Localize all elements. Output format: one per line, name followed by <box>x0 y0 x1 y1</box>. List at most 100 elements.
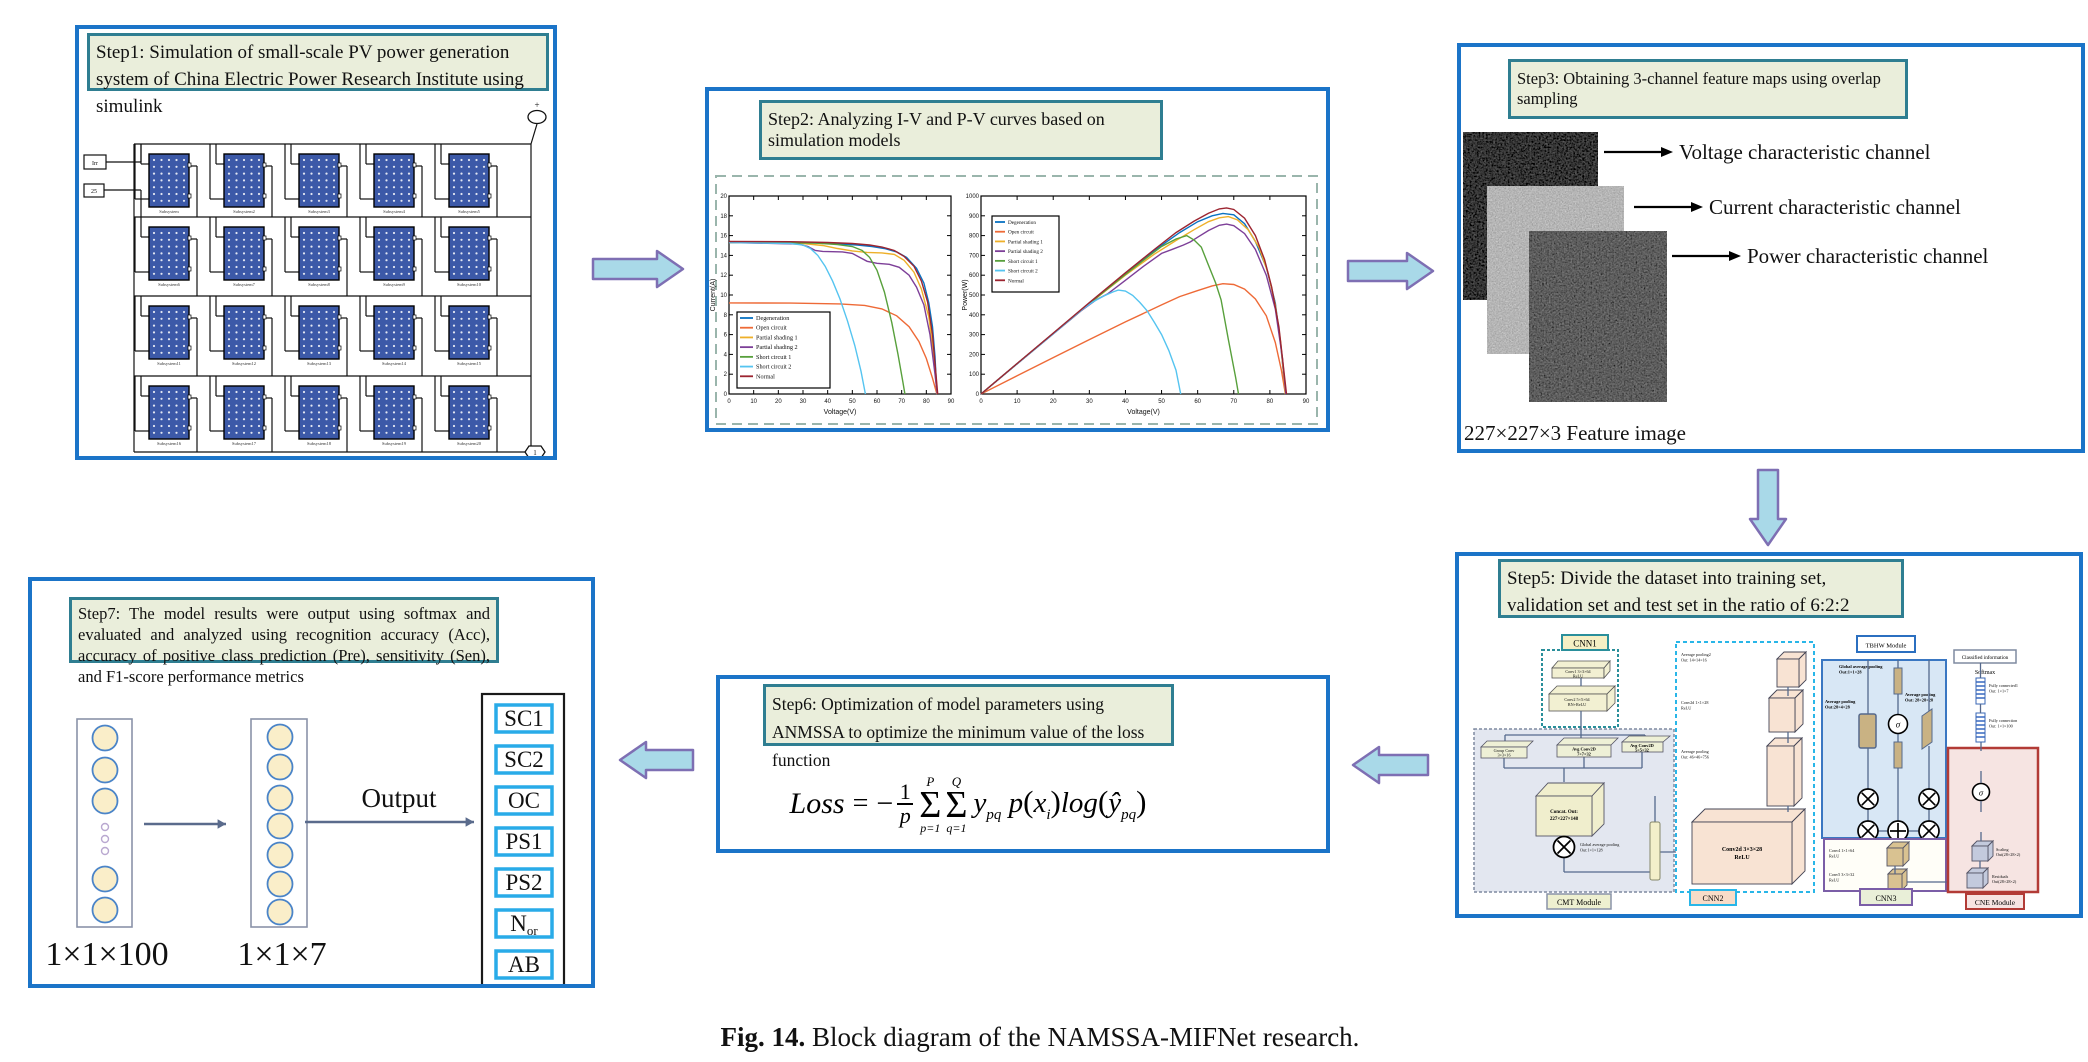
svg-text:Out(28×28×2): Out(28×28×2) <box>1996 852 2021 857</box>
svg-text:Out:1×1×28: Out:1×1×28 <box>1839 670 1862 675</box>
step7-box: Step7: The model results were output usi… <box>28 577 595 988</box>
svg-text:Group Conv: Group Conv <box>1494 748 1516 753</box>
formula-fraction: 1 p <box>897 781 914 828</box>
svg-text:Subsystem18: Subsystem18 <box>307 441 332 446</box>
cnn1-label: CNN1 <box>1573 639 1597 649</box>
formula-sum1: P Σ p=1 <box>919 773 942 835</box>
svg-text:1: 1 <box>533 449 537 456</box>
svg-text:Short circuit 1: Short circuit 1 <box>756 354 791 361</box>
class-box-ps2 <box>494 867 554 898</box>
svg-text:90: 90 <box>1303 399 1310 405</box>
svg-text:80: 80 <box>1267 399 1274 405</box>
svg-text:Degeneration: Degeneration <box>756 315 789 322</box>
pv-module: Subsystem10 <box>448 226 492 287</box>
svg-text:2: 2 <box>724 372 728 378</box>
svg-text:Partial shading 2: Partial shading 2 <box>1008 249 1043 255</box>
class-box-oc <box>494 785 554 816</box>
svg-text:Subsystem11: Subsystem11 <box>157 361 181 366</box>
svg-text:30: 30 <box>800 399 807 405</box>
class-box-ps1 <box>494 826 554 857</box>
svg-text:ReLU: ReLU <box>1829 854 1839 859</box>
svg-text:Avg Conv2D: Avg Conv2D <box>1572 747 1596 752</box>
svg-text:90: 90 <box>948 399 955 405</box>
pv-module: Subsystem4 <box>373 153 417 214</box>
svg-text:10: 10 <box>1014 399 1021 405</box>
svg-text:Conv2 5×5×64: Conv2 5×5×64 <box>1564 697 1590 702</box>
power-channel-label: Power characteristic channel <box>1747 244 1989 268</box>
svg-text:1×1×100: 1×1×100 <box>45 936 168 973</box>
pv-module: Subsystem20 <box>448 385 492 446</box>
svg-text:Output: Output <box>361 783 437 813</box>
feature-maps: Voltage characteristic channel Current c… <box>1463 132 1989 445</box>
svg-text:Subsystem7: Subsystem7 <box>233 282 256 287</box>
svg-text:Power(W): Power(W) <box>962 279 969 310</box>
svg-text:Conv1 3×3×64: Conv1 3×3×64 <box>1565 669 1591 674</box>
svg-text:0: 0 <box>724 392 728 398</box>
arrow-step1-step2 <box>591 249 685 289</box>
svg-text:Subsystem12: Subsystem12 <box>232 361 256 366</box>
svg-text:Conv4 1×1×64: Conv4 1×1×64 <box>1829 848 1855 853</box>
pv-module: Subsystem2 <box>223 153 267 214</box>
svg-text:Subsystem2: Subsystem2 <box>233 209 255 214</box>
svg-text:PS2: PS2 <box>505 870 542 895</box>
svg-text:20: 20 <box>1050 399 1057 405</box>
svg-text:Out: 1×1×100: Out: 1×1×100 <box>1989 724 2013 729</box>
svg-text:500: 500 <box>969 293 980 299</box>
formula-den: p <box>899 803 911 828</box>
svg-text:Partial shading 2: Partial shading 2 <box>756 344 798 351</box>
svg-text:227×227×148: 227×227×148 <box>1550 817 1579 822</box>
formula-minus: − <box>876 787 894 820</box>
svg-text:1×1×7: 1×1×7 <box>237 936 326 973</box>
series-open-circuit <box>980 282 1287 395</box>
svg-text:400: 400 <box>969 313 980 319</box>
svg-text:14: 14 <box>720 253 727 259</box>
svg-text:8: 8 <box>724 313 728 319</box>
sum1-top: P <box>926 773 935 789</box>
svg-text:OC: OC <box>508 788 540 813</box>
svg-text:Out: 14×14×16: Out: 14×14×16 <box>1681 658 1707 663</box>
svg-text:Average pooling: Average pooling <box>1681 749 1710 754</box>
cnn3-label: CNN3 <box>1876 894 1897 903</box>
caption-number: Fig. 14. <box>720 1022 806 1052</box>
channel-arrows <box>1604 147 1741 261</box>
cmt-module-label: CMT Module <box>1557 898 1602 907</box>
power-noise-image <box>1529 231 1667 402</box>
svg-text:Softmax: Softmax <box>1975 669 1995 676</box>
svg-text:7×7×32: 7×7×32 <box>1577 752 1591 757</box>
step6-box: Step6: Optimization of model parameters … <box>716 675 1330 853</box>
cnn1-label-box <box>1561 634 1609 651</box>
svg-text:PS1: PS1 <box>505 829 542 854</box>
svg-text:ReLU: ReLU <box>1573 674 1583 679</box>
svg-text:25: 25 <box>91 189 97 195</box>
network-architecture: CNN1 Conv1 3×3×64 ReLU Conv2 5×5×64 BN+R… <box>1473 634 2040 910</box>
cnn2-label: CNN2 <box>1703 894 1724 903</box>
svg-text:10: 10 <box>750 399 757 405</box>
svg-text:Subsystem5: Subsystem5 <box>458 209 481 214</box>
step1-header: Step1: Simulation of small-scale PV powe… <box>87 33 549 117</box>
step5-header: Step5: Divide the dataset into training … <box>1498 559 1904 618</box>
class-box-sc1 <box>494 703 554 734</box>
svg-text:Short circuit 2: Short circuit 2 <box>1008 269 1038 275</box>
svg-text:Global average pooling: Global average pooling <box>1580 842 1620 847</box>
svg-text:SC2: SC2 <box>504 747 544 772</box>
svg-text:σ: σ <box>1896 720 1901 730</box>
svg-text:Subsystem3: Subsystem3 <box>308 209 331 214</box>
svg-text:Open circuit: Open circuit <box>756 325 787 332</box>
svg-text:Subsystem20: Subsystem20 <box>457 441 482 446</box>
svg-text:Out: 28×28×28: Out: 28×28×28 <box>1905 698 1934 703</box>
formula-eq: = <box>852 788 869 819</box>
svg-text:Conv2d 3×3×28: Conv2d 3×3×28 <box>1722 847 1762 853</box>
svg-text:Partial shading 1: Partial shading 1 <box>1008 239 1043 245</box>
sum2-top: Q <box>951 773 962 789</box>
series-short-circuit-1 <box>728 241 906 395</box>
svg-text:Scaling: Scaling <box>1996 847 2009 852</box>
svg-text:10: 10 <box>720 293 727 299</box>
svg-text:Out: 1×1×7: Out: 1×1×7 <box>1989 689 2009 694</box>
svg-text:12: 12 <box>720 273 727 279</box>
svg-text:BN+ReLU: BN+ReLU <box>1568 702 1586 707</box>
current-channel-label: Current characteristic channel <box>1709 195 1961 219</box>
svg-text:Short circuit 2: Short circuit 2 <box>756 364 791 371</box>
